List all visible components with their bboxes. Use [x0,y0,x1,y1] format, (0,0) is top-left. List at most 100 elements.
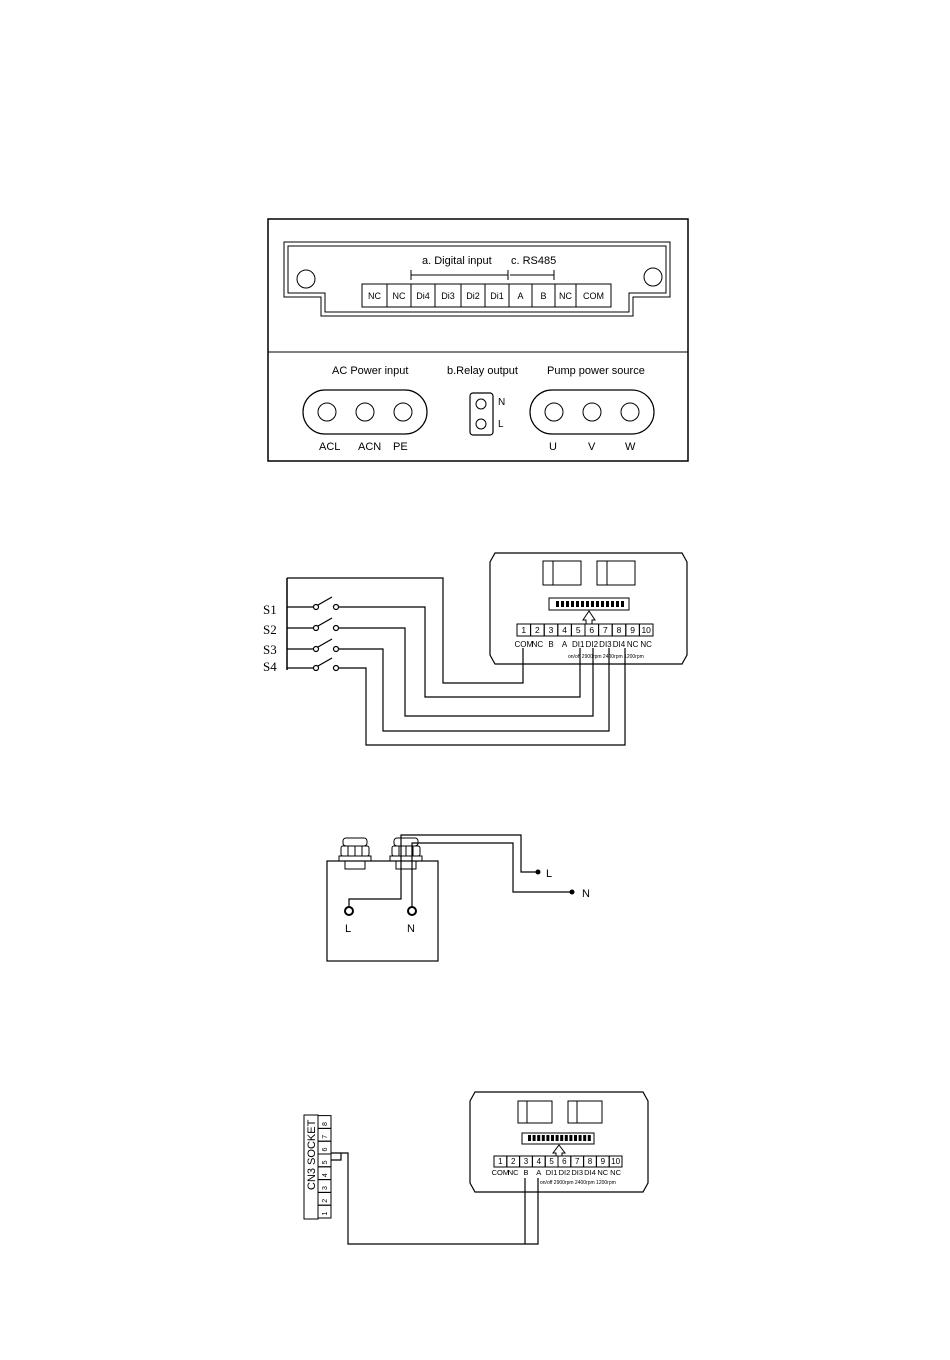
terminal-number: 6 [562,1157,567,1166]
terminal-number: 9 [630,625,635,635]
v-hole [582,402,602,422]
controller-outline-2 [469,1091,649,1193]
terminal-number: 4 [537,1157,542,1166]
header-pin [569,1135,573,1141]
pcb-header [548,597,630,611]
digital-input-label: a. Digital input [422,255,492,267]
ext-l-dot [535,869,541,875]
header-pin [561,601,564,607]
terminal-number: 5 [549,1157,554,1166]
terminal-function-label: NC [597,1168,608,1177]
v-label: V [588,441,596,453]
terminal-label: Di1 [490,291,504,301]
terminal-function-label: DI1 [572,640,585,649]
terminal-function-label: DI1 [546,1168,558,1177]
terminal-label: B [540,291,546,301]
terminal-function-label: B [548,640,553,649]
terminal-function-label: A [536,1168,541,1177]
acn-hole [355,402,375,422]
mount-hole-left [296,269,316,289]
header-pin [583,1135,587,1141]
header-pin [606,601,609,607]
terminal-number: 10 [611,1157,620,1166]
terminal-function-label: NC [532,640,544,649]
header-pin [560,1135,564,1141]
terminal-number-cell [608,1155,623,1168]
socket-pin-number: 7 [322,1135,329,1139]
relay-block-right-2 [567,1100,603,1124]
header-pin [621,601,624,607]
header-pin [537,1135,541,1141]
socket-pin-number: 3 [322,1186,329,1190]
header-pin [532,1135,536,1141]
terminal-number: 5 [576,625,581,635]
rs485-wires [331,1152,539,1245]
header-pin [528,1135,531,1141]
terminal-number: 7 [575,1157,580,1166]
pe-hole [393,402,413,422]
pump-gland-outline [529,389,655,435]
relay-box [326,860,439,962]
socket-pin-cell [317,1115,332,1129]
relay-wires [348,834,570,907]
ext-n-dot [569,889,575,895]
pe-label: PE [393,441,408,453]
header-pin [546,1135,550,1141]
terminal-cell [575,283,612,308]
terminal-number: 3 [524,1157,529,1166]
terminal-function-label: A [562,640,568,649]
panel-frame [267,218,689,462]
terminal-number: 3 [549,625,554,635]
acl-label: ACL [319,441,340,453]
header-pin [611,601,614,607]
box-l-label: L [345,923,351,935]
socket-pin-number: 4 [322,1173,329,1177]
terminal-function-label: DI2 [559,1168,571,1177]
header-pin [581,601,584,607]
terminal-function-label: DI4 [584,1168,596,1177]
pump-power-label: Pump power source [547,365,645,377]
wiring [287,577,626,746]
terminal-label: Di4 [416,291,430,301]
header-pin [586,601,589,607]
terminal-number-cell [638,623,654,637]
relay-wiring-diagram: L N L N [326,834,590,962]
ext-n-label: N [582,888,590,900]
w-label: W [625,441,636,453]
arrow-up-icon-2 [552,1144,566,1157]
terminal-number: 6 [589,625,594,635]
terminal-number: 9 [601,1157,606,1166]
header-pin [556,601,559,607]
socket-pin-number: 8 [322,1122,329,1126]
relay-output-label: b.Relay output [447,365,518,377]
terminal-label: Di3 [441,291,455,301]
terminal-function-label: DI3 [599,640,612,649]
w-hole [620,402,640,422]
terminal-function-label: COM [492,1168,510,1177]
terminal-function-label: DI4 [613,640,626,649]
terminal-number: 2 [535,625,540,635]
terminal-function-label: COM [514,640,533,649]
header-pin [574,1135,577,1141]
terminal-function-label: B [523,1168,528,1177]
arrow-up-icon [582,610,596,625]
header-pin [587,1135,591,1141]
rs485-label: c. RS485 [511,255,556,267]
switch-s2-label: S2 [263,622,277,637]
terminal-function-label: DI3 [571,1168,583,1177]
socket-pin-number: 6 [322,1148,329,1152]
relay-l-label: L [498,419,504,430]
acn-label: ACN [358,441,381,453]
terminal-number: 7 [603,625,608,635]
terminal-function-label: NC [508,1168,519,1177]
header-pin [564,1135,568,1141]
switch-s4-label: S4 [263,659,277,674]
